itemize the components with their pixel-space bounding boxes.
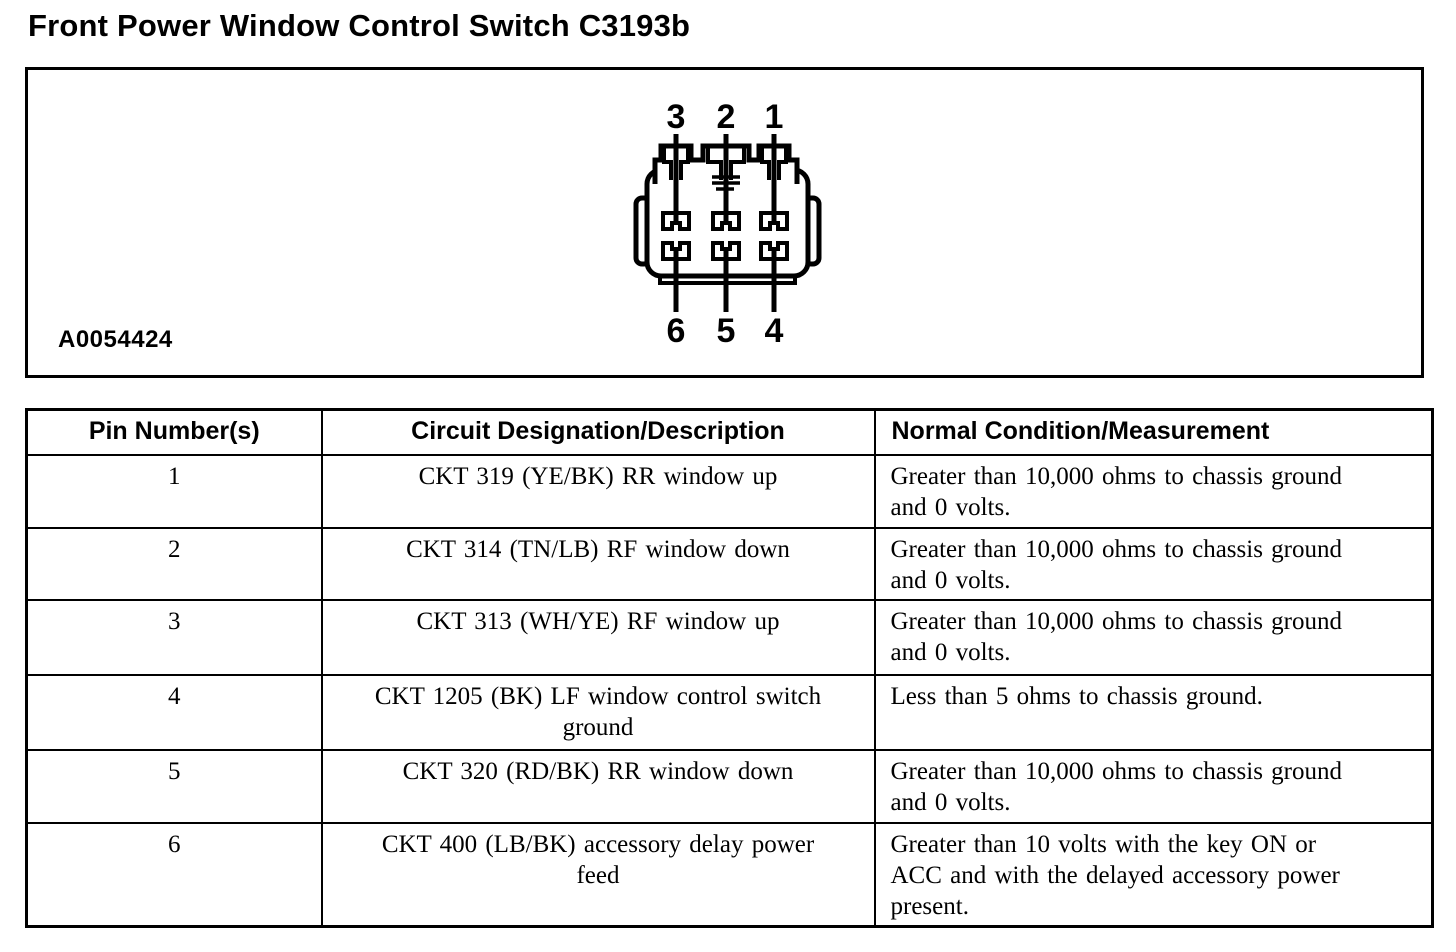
pin-slot-6 [661, 241, 691, 261]
condition-cell: Less than 5 ohms to chassis ground. [873, 673, 1434, 751]
figure-id-label: A0054424 [58, 326, 173, 353]
pin-number-label: 5 [717, 312, 736, 350]
pin-number-cell: 1 [25, 453, 323, 529]
pin-number-label: 4 [765, 312, 784, 350]
table-row: 3 CKT 313 (WH/YE) RF window up Greater t… [25, 598, 1434, 676]
pin-slot-4 [759, 241, 789, 261]
pin-number-cell: 5 [25, 748, 323, 824]
table-row: 1 CKT 319 (YE/BK) RR window up Greater t… [25, 453, 1434, 529]
pin-number-cell: 3 [25, 598, 323, 676]
condition-cell: Greater than 10,000 ohms to chassis grou… [873, 748, 1434, 824]
pin-number-cell: 2 [25, 526, 323, 601]
connector-diagram-panel: 3 2 1 6 5 4 A0054424 [25, 67, 1424, 378]
pin-number-label: 6 [667, 312, 686, 350]
pin-number-cell: 6 [25, 821, 323, 928]
pin-number-label: 3 [667, 98, 686, 136]
table-row: 2 CKT 314 (TN/LB) RF window down Greater… [25, 526, 1434, 601]
circuit-cell: CKT 320 (RD/BK) RR window down [320, 748, 876, 824]
bottom-pin-leader-lines [673, 249, 777, 312]
circuit-cell: CKT 314 (TN/LB) RF window down [320, 526, 876, 601]
pin-number-cell: 4 [25, 673, 323, 751]
condition-cell: Greater than 10,000 ohms to chassis grou… [873, 453, 1434, 529]
condition-cell: Greater than 10,000 ohms to chassis grou… [873, 598, 1434, 676]
table-row: 6 CKT 400 (LB/BK) accessory delay power … [25, 821, 1434, 928]
table-row: 5 CKT 320 (RD/BK) RR window down Greater… [25, 748, 1434, 824]
column-header-pin-numbers: Pin Number(s) [25, 408, 323, 456]
pin-number-label: 1 [765, 98, 784, 136]
pin-slot-1 [759, 211, 789, 231]
pin-slot-3 [661, 211, 691, 231]
connector-diagram: 3 2 1 6 5 4 [633, 98, 822, 350]
connector-key-maze-detail [662, 148, 788, 180]
table-row: 4 CKT 1205 (BK) LF window control switch… [25, 673, 1434, 751]
pin-slot-2 [711, 211, 741, 231]
column-header-normal-condition: Normal Condition/Measurement [873, 408, 1434, 456]
page-title: Front Power Window Control Switch C3193b [28, 8, 691, 43]
condition-cell: Greater than 10 volts with the key ON or… [873, 821, 1434, 928]
pin-slot-5 [711, 241, 741, 261]
circuit-cell: CKT 319 (YE/BK) RR window up [320, 453, 876, 529]
circuit-cell: CKT 1205 (BK) LF window control switch g… [320, 673, 876, 751]
pin-number-label: 2 [717, 98, 736, 136]
pin-table-header-row: Pin Number(s) Circuit Designation/Descri… [25, 408, 1434, 456]
top-pin-leader-lines [673, 134, 777, 223]
circuit-cell: CKT 400 (LB/BK) accessory delay power fe… [320, 821, 876, 928]
pin-table: Pin Number(s) Circuit Designation/Descri… [25, 408, 1434, 928]
condition-cell: Greater than 10,000 ohms to chassis grou… [873, 526, 1434, 601]
column-header-circuit-designation: Circuit Designation/Description [320, 408, 876, 456]
circuit-cell: CKT 313 (WH/YE) RF window up [320, 598, 876, 676]
